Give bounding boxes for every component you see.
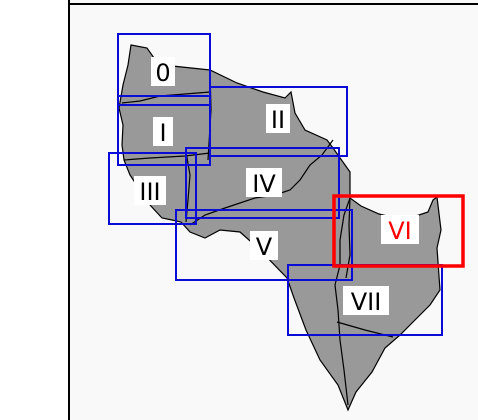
region-label-5: V [250, 231, 278, 261]
region-label-6-text: VI [388, 217, 412, 245]
bbox-region-2 [209, 86, 348, 157]
bbox-region-4 [185, 147, 340, 219]
region-label-7-text: VII [351, 288, 382, 316]
region-label-4-text: IV [252, 170, 276, 198]
bbox-region-6-highlighted [332, 194, 465, 268]
region-label-0-text: 0 [155, 59, 170, 87]
region-label-4: IV [246, 168, 282, 198]
region-label-1-text: I [159, 119, 166, 147]
region-label-1: I [153, 117, 173, 147]
region-label-2-text: II [271, 106, 285, 134]
bbox-region-0 [117, 33, 211, 106]
region-label-3-text: III [139, 178, 160, 206]
bbox-region-3 [108, 152, 197, 225]
region-label-5-text: V [256, 233, 273, 261]
region-label-7: VII [343, 286, 389, 316]
region-label-2: II [266, 104, 290, 134]
region-label-6: VI [381, 215, 419, 245]
region-label-0: 0 [151, 57, 175, 87]
bbox-region-5 [175, 209, 353, 281]
region-label-3: III [134, 176, 166, 206]
